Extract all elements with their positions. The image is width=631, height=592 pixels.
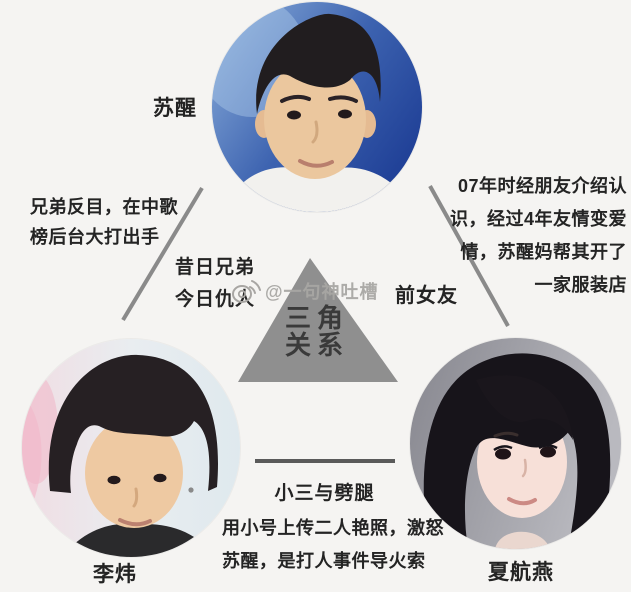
note-line: 榜后台大打出手: [30, 227, 160, 247]
triangle-title: 三角 关系: [254, 305, 374, 359]
triangle-title-line1: 三角: [284, 303, 349, 333]
photo-liwei: [22, 339, 240, 557]
note-line: 苏醒，是打人事件导火索: [222, 551, 426, 571]
xiahangyan-portrait: [410, 338, 621, 549]
line-suxing-liwei: [121, 186, 204, 322]
note-line: 情，苏醒妈帮其开了: [460, 242, 627, 262]
line-suxing-xiahangyan: [428, 185, 510, 327]
note-line: 识，经过4年友情变爱: [449, 209, 627, 229]
note-line: 一家服装店: [534, 275, 627, 295]
edge-label-liwei-xiahangyan: 小三与劈腿: [274, 483, 375, 504]
triangle-title-line2: 关系: [284, 330, 349, 360]
edge-label-line: 昔日兄弟: [175, 257, 256, 278]
note-suxing-liwei: 兄弟反目，在中歌 榜后台大打出手: [30, 192, 178, 252]
note-line: 兄弟反目，在中歌: [30, 197, 178, 217]
triangle-shape: [238, 258, 398, 382]
edge-label-suxing-xiahangyan: 前女友: [395, 285, 458, 307]
watermark: @一句神吐槽: [231, 276, 379, 306]
weibo-icon: [232, 280, 261, 303]
edge-label-suxing-liwei: 昔日兄弟 今日仇人: [175, 252, 255, 316]
label-liwei: 李炜: [93, 563, 137, 586]
photo-suxing: [212, 2, 422, 212]
watermark-handle: @一句神吐槽: [265, 282, 379, 302]
edge-label-line: 今日仇人: [175, 289, 256, 310]
note-line: 用小号上传二人艳照，激怒: [222, 518, 444, 538]
photo-xiahangyan: [410, 338, 621, 549]
note-suxing-xiahangyan: 07年时经朋友介绍认 识，经过4年友情变爱 情，苏醒妈帮其开了 一家服装店: [450, 170, 627, 302]
note-liwei-xiahangyan: 用小号上传二人艳照，激怒 苏醒，是打人事件导火索: [222, 512, 444, 578]
label-xiahangyan: 夏航燕: [488, 561, 554, 584]
note-line: 07年时经朋友介绍认: [457, 176, 627, 196]
liwei-portrait: [22, 339, 240, 557]
suxing-portrait: [212, 2, 422, 212]
label-suxing: 苏醒: [153, 97, 197, 120]
